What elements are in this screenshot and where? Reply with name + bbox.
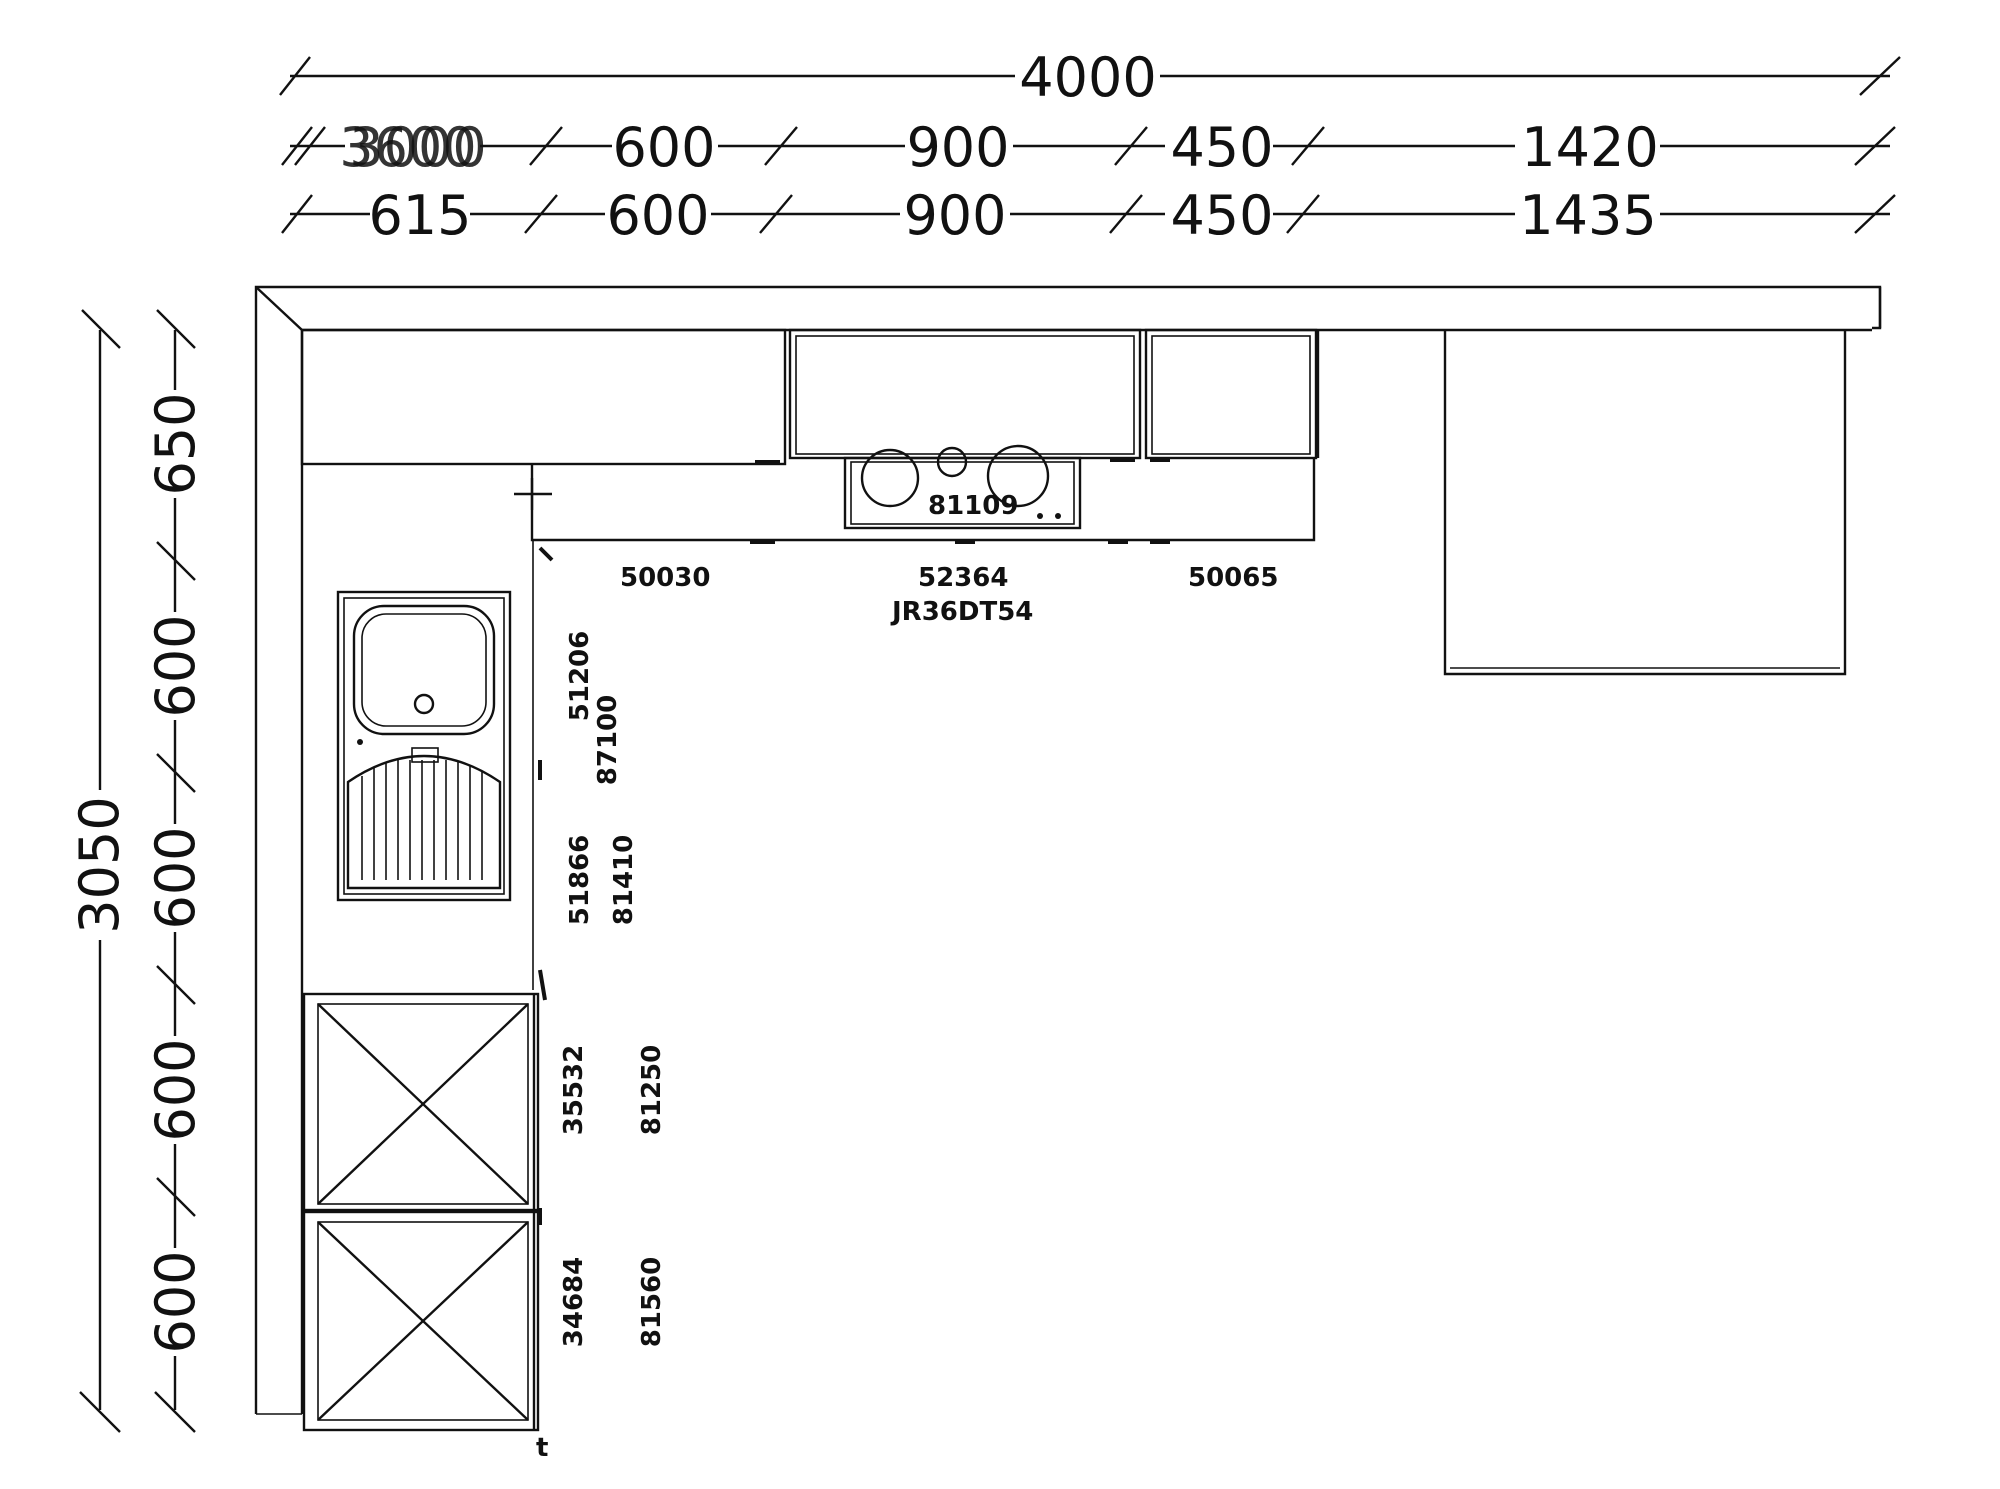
dim-upper-4: 450 [1170,116,1273,179]
base-2-model-label: 81410 [609,835,639,925]
cabinet-x-1 [302,992,540,1212]
base-4-model-label: 81560 [637,1257,667,1347]
hob-label: 81109 [928,491,1018,521]
top-dimensions: 4000 3600 3000 600 900 450 1420 615 600 [279,46,1901,247]
dim-upper-5: 1420 [1521,116,1658,179]
dim-side-1: 650 [144,392,207,495]
dim-overlap-a: 3600 [339,116,476,179]
dim-lower-3: 900 [903,184,1006,247]
base-3-model-label: 81250 [637,1045,667,1135]
dim-upper-1: 3000 [349,116,486,179]
dim-lower-1: 615 [368,184,471,247]
dim-lower-4: 450 [1170,184,1273,247]
side-labels: 51206 87100 51866 81410 35532 81250 3468… [559,631,667,1347]
dim-lower-2: 600 [606,184,709,247]
dim-side-2: 600 [144,614,207,717]
dim-side-5: 600 [144,1250,207,1353]
hob: 81109 [843,444,1082,530]
base-2-label: 51866 [565,835,595,925]
top-labels: 50030 52364 JR36DT54 50065 [620,563,1278,627]
sink-base-label: 51206 [565,631,595,721]
cabinet-x-2 [302,1210,540,1432]
sink [336,590,512,902]
upper-cabinets [300,328,1320,466]
wall-center-label: 52364 [918,563,1008,593]
dim-overall-width: 4000 [1019,46,1156,109]
left-run: t [302,540,554,1463]
dim-side-3: 600 [144,826,207,929]
dim-lower-5: 1435 [1519,184,1656,247]
wall-center-model: JR36DT54 [890,597,1033,627]
wall-right-label: 50065 [1188,563,1278,593]
base-4-label: 34684 [559,1257,589,1347]
wall-left-label: 50030 [620,563,710,593]
corner-mark: t [536,1433,548,1463]
dim-upper-3: 900 [906,116,1009,179]
dim-side-4: 600 [144,1038,207,1141]
dim-overall-depth: 3050 [68,796,131,933]
sink-model-label: 87100 [593,695,623,785]
base-3-label: 35532 [559,1045,589,1135]
tall-unit [1443,330,1847,676]
side-dimensions: 3050 650 600 600 600 600 [68,309,207,1433]
dim-upper-2: 600 [612,116,715,179]
countertop-top [514,458,1316,544]
